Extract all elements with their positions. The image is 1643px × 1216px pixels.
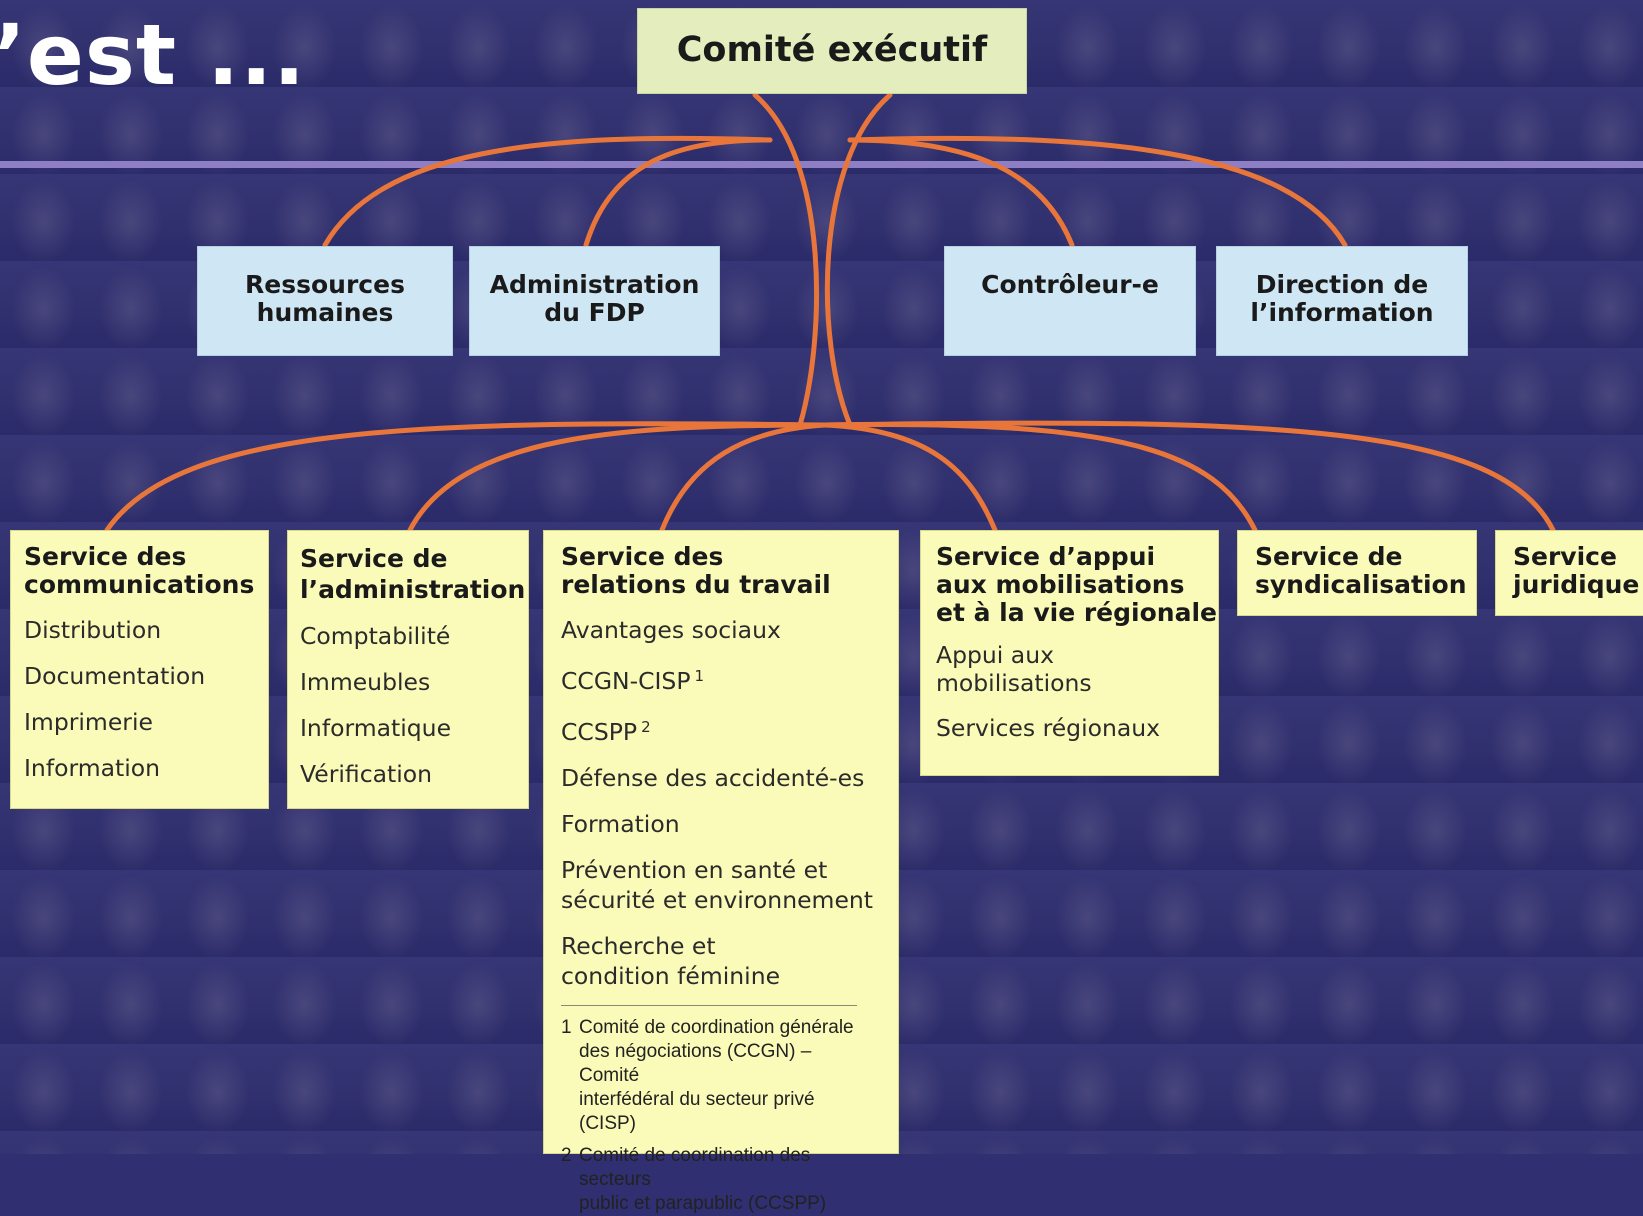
- connector-trunk-to-comm: [104, 421, 828, 533]
- connector-trunk-to-travail: [659, 422, 828, 533]
- connector-top-to-fdp: [583, 137, 773, 248]
- node-service-juridique: Service juridique: [1495, 530, 1643, 616]
- connector-trunk-to-appui: [822, 422, 998, 533]
- footnote: 2 Comité de coordination des secteurs pu…: [561, 1144, 857, 1216]
- item-text: Avantages sociaux: [561, 616, 781, 644]
- list-item: Défense des accidenté-es: [561, 763, 898, 793]
- list-item: Services régionaux: [936, 714, 1161, 742]
- node-ressources-humaines: Ressources humaines: [197, 246, 453, 356]
- node-service-appui-mobilisations: Service d’appui aux mobilisations et à l…: [920, 530, 1219, 776]
- footnote-text: Comité de coordination des secteurs publ…: [579, 1145, 827, 1214]
- node-label: Service des communications: [24, 542, 255, 599]
- node-label: Administration du FDP: [489, 270, 700, 327]
- node-label: Service des relations du travail: [561, 542, 831, 599]
- item-list: Comptabilité Immeubles Informatique Véri…: [300, 621, 528, 789]
- connector-trunk-to-synd: [822, 421, 1258, 533]
- title-rule: [0, 161, 1643, 168]
- connector-trunk-left: [752, 92, 820, 428]
- connector-trunk-to-admin: [407, 422, 828, 533]
- item-list: Appui aux mobilisations Services régiona…: [936, 641, 1218, 743]
- org-connectors: [104, 92, 1556, 533]
- connector-top-to-ctrl: [847, 137, 1075, 248]
- item-text: Recherche et condition féminine: [561, 932, 781, 990]
- list-item: Appui aux mobilisations: [936, 641, 1218, 697]
- footnote: 1 Comité de coordination générale des né…: [561, 1016, 857, 1136]
- footnote-number: 1: [561, 1017, 572, 1038]
- footnote-ref: 2: [641, 718, 651, 736]
- item-text: Défense des accidenté-es: [561, 764, 865, 792]
- footnotes: 1 Comité de coordination générale des né…: [561, 1005, 857, 1216]
- list-item: Formation: [561, 809, 898, 839]
- node-controleur: Contrôleur-e: [944, 246, 1196, 356]
- node-label: Direction de l’information: [1250, 270, 1434, 327]
- node-label: Comité exécutif: [676, 30, 988, 70]
- connector-top-to-info: [847, 135, 1348, 248]
- node-label: Service de syndicalisation: [1255, 542, 1467, 599]
- list-item: Imprimerie: [24, 708, 153, 736]
- node-label: Contrôleur-e: [981, 270, 1159, 299]
- node-service-syndicalisation: Service de syndicalisation: [1237, 530, 1477, 616]
- connector-top-to-rh: [322, 135, 773, 248]
- node-comite-executif: Comité exécutif: [637, 8, 1027, 94]
- footnote-text: Comité de coordination générale des négo…: [579, 1017, 854, 1134]
- list-item: Vérification: [300, 760, 433, 788]
- node-label: Service juridique: [1513, 542, 1640, 599]
- node-label: Ressources humaines: [245, 270, 405, 327]
- list-item: Distribution: [24, 616, 162, 644]
- connector-trunk-to-jur: [822, 420, 1556, 533]
- list-item: Information: [24, 754, 161, 782]
- item-text: Appui aux mobilisations: [936, 641, 1092, 697]
- node-administration-fdp: Administration du FDP: [469, 246, 720, 356]
- item-text: Prévention en santé et sécurité et envir…: [561, 856, 874, 914]
- footnote-ref: 1: [694, 667, 705, 685]
- node-label: Service d’appui aux mobilisations et à l…: [936, 542, 1217, 627]
- connector-trunk-right: [824, 92, 893, 428]
- item-text: CCSPP: [561, 718, 638, 746]
- list-item: Avantages sociaux: [561, 615, 898, 645]
- item-list: Distribution Documentation Imprimerie In…: [24, 615, 268, 783]
- item-text: CCGN-CISP: [561, 667, 691, 695]
- item-text: Formation: [561, 810, 680, 838]
- list-item: Documentation: [24, 662, 206, 690]
- node-label: Service de l’administration: [300, 544, 526, 604]
- node-service-administration: Service de l’administration Comptabilité…: [287, 530, 529, 809]
- list-item: Informatique: [300, 714, 452, 742]
- footnote-number: 2: [561, 1145, 572, 1166]
- list-item: Prévention en santé et sécurité et envir…: [561, 855, 898, 915]
- node-direction-information: Direction de l’information: [1216, 246, 1468, 356]
- list-item: Comptabilité: [300, 622, 451, 650]
- list-item: Immeubles: [300, 668, 431, 696]
- slide-title: ’est ...: [0, 6, 307, 104]
- list-item: Recherche et condition féminine: [561, 931, 898, 991]
- node-service-communications: Service des communications Distribution …: [10, 530, 269, 809]
- node-service-relations-travail: Service des relations du travail Avantag…: [543, 530, 899, 1214]
